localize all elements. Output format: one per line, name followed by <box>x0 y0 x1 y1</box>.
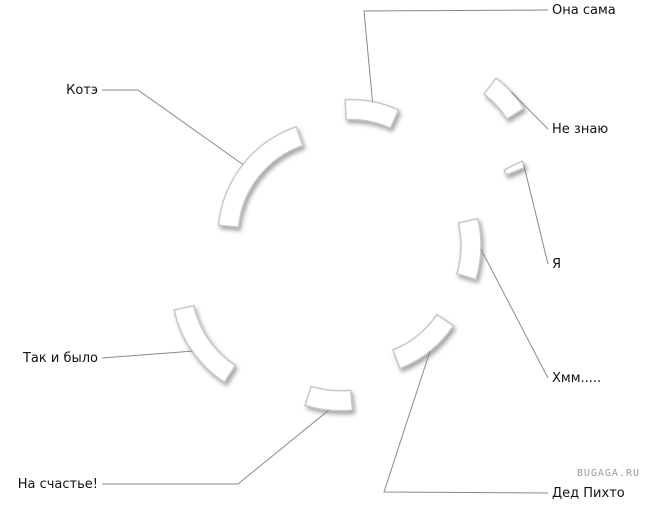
leader-line <box>363 9 549 102</box>
leader-line <box>102 409 330 485</box>
category-label: Так и было <box>22 351 98 366</box>
leader-line <box>480 248 549 379</box>
watermark: BUGAGA.RU <box>576 468 640 479</box>
category-label: На счастье! <box>18 477 98 492</box>
category-label: Хмм..... <box>552 371 601 386</box>
category-label: Не знаю <box>552 122 608 137</box>
category-label: Котэ <box>66 83 98 98</box>
donut-segment <box>455 217 482 281</box>
leader-line <box>523 164 549 265</box>
donut-segment <box>173 304 237 384</box>
leader-lines <box>101 9 549 494</box>
leader-line <box>102 89 244 165</box>
category-label: Дед Пихто <box>552 486 625 501</box>
leader-line <box>510 91 549 130</box>
leader-line <box>101 350 193 359</box>
leader-line <box>383 350 549 494</box>
donut-segment <box>217 125 304 228</box>
category-label: Я <box>552 257 561 272</box>
donut-segment <box>391 313 455 370</box>
category-label: Она сама <box>552 3 616 18</box>
donut-segment <box>304 385 354 412</box>
donut-segments <box>173 77 526 412</box>
donut-segment <box>344 98 400 130</box>
donut-segment <box>503 160 526 176</box>
donut-segment <box>482 77 525 121</box>
